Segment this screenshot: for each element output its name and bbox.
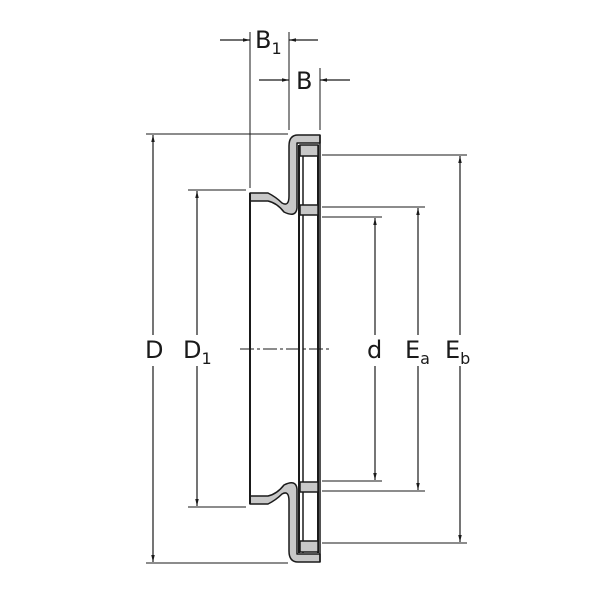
label-ea: Ea xyxy=(405,336,430,368)
housing-washer-bottom xyxy=(249,482,321,563)
dimension-labels: B1 B D D1 d Ea Eb xyxy=(145,26,470,368)
dimension-lines xyxy=(151,38,462,562)
label-d-inner: d xyxy=(367,336,382,364)
roller-top-outer xyxy=(299,144,319,157)
bearing-cross-section xyxy=(240,134,330,563)
roller-top-inner xyxy=(299,204,319,216)
housing-washer-top xyxy=(249,134,321,215)
roller-bottom-inner xyxy=(299,481,319,493)
label-b: B xyxy=(296,67,312,95)
label-d-outer: D xyxy=(145,336,163,364)
label-eb: Eb xyxy=(445,336,470,368)
label-d1: D1 xyxy=(183,336,212,368)
label-b1: B1 xyxy=(255,26,282,58)
roller-bottom-outer xyxy=(299,540,319,553)
